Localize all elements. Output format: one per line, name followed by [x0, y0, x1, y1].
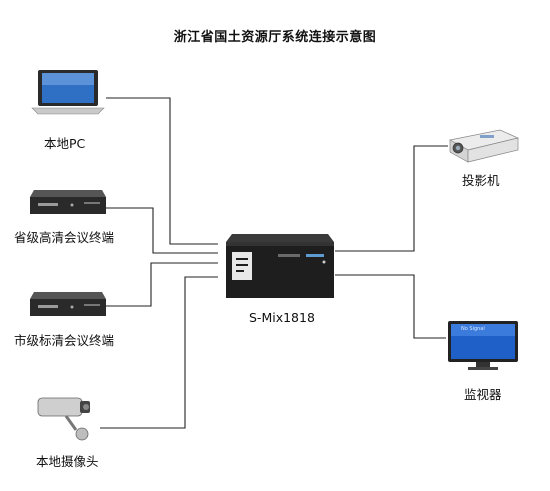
- provincial-terminal-icon: [30, 190, 106, 214]
- projector-icon: [448, 129, 520, 163]
- camera-icon: [37, 397, 90, 441]
- pc-label: 本地PC: [44, 136, 86, 151]
- provincial-terminal-label: 省级高清会议终端: [14, 230, 115, 245]
- camera-label: 本地摄像头: [36, 454, 99, 469]
- matrix-label: S-Mix1818: [249, 310, 315, 325]
- wire-camera: [100, 276, 218, 429]
- diagram-title: 浙江省国土资源厅系统连接示意图: [173, 30, 377, 45]
- city-terminal-label: 市级标清会议终端: [14, 333, 115, 348]
- matrix-switcher-icon: [226, 234, 334, 298]
- wire-provincial: [106, 207, 218, 254]
- wire-pc: [106, 97, 218, 245]
- laptop-icon: [31, 70, 105, 115]
- monitor-screen-text: No Signal: [461, 326, 485, 332]
- city-terminal-icon: [30, 292, 106, 316]
- monitor-icon: [448, 321, 518, 370]
- wire-monitor: [335, 274, 446, 339]
- monitor-label: 监视器: [464, 387, 502, 402]
- wire-projector: [335, 145, 448, 252]
- projector-label: 投影机: [462, 173, 500, 188]
- wire-city: [106, 262, 218, 307]
